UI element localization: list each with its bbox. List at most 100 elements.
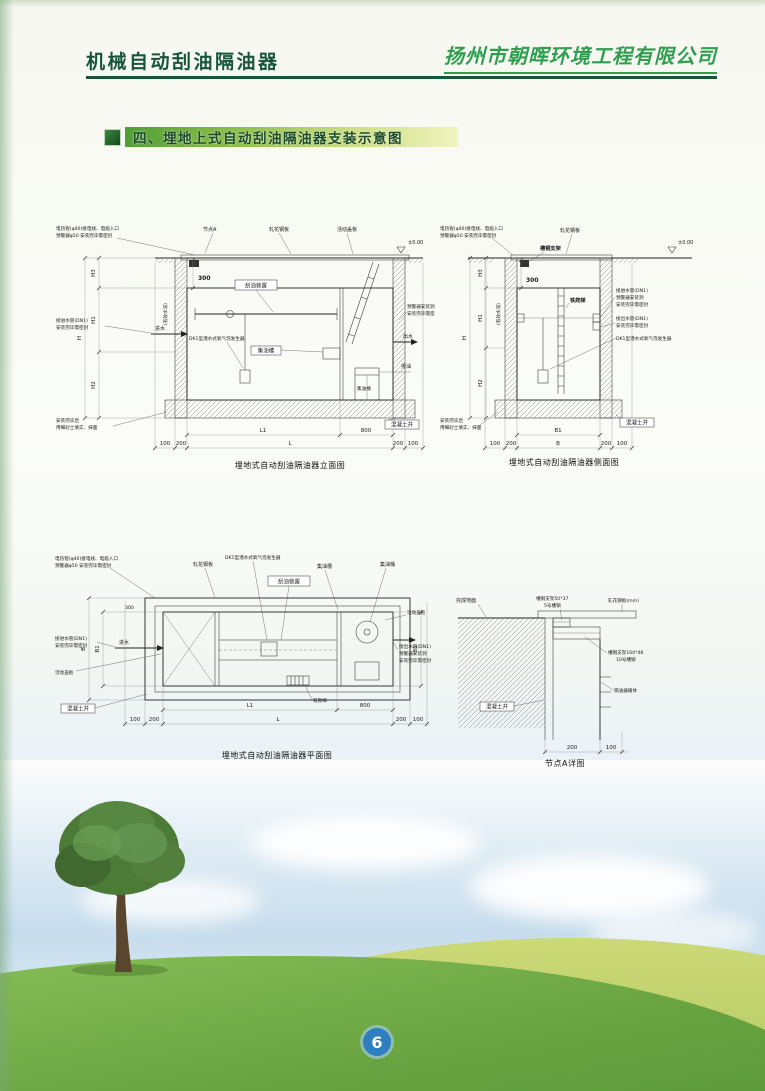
dim-800: 800 bbox=[360, 703, 371, 709]
label-inlet-pipe: 接进水管(DN1) bbox=[55, 635, 87, 642]
label-outlet-pipe: 接出水管(DN1) bbox=[399, 643, 431, 650]
dim-h3: H3 bbox=[91, 269, 97, 277]
plan-view-drawing: L1 800 100 200 L 200 100 B1 B B1 300 电热管… bbox=[55, 552, 435, 764]
label-inlet: 进水 bbox=[119, 639, 129, 646]
label-level-zero: ±0.00 bbox=[678, 240, 693, 246]
label-water-depth: (有效水深) bbox=[162, 303, 169, 325]
label-oil-barrel: 集油桶 bbox=[357, 385, 371, 392]
label-concrete-well: 混凝土井 bbox=[626, 419, 649, 427]
dim-b1: B1 bbox=[95, 645, 101, 652]
label-alarm-hole: 预警器安装洞 bbox=[616, 294, 644, 301]
elevation-dimensions: L1 800 100 200 L 200 100 H3 H1 H2 H 300 … bbox=[77, 255, 426, 451]
elevation-caption: 埋地式自动刮油隔油器立面图 bbox=[235, 460, 346, 470]
label-checkered-plate: 轧花钢板 bbox=[560, 227, 580, 234]
dim-l1: L1 bbox=[260, 428, 267, 434]
plan-structure bbox=[115, 597, 416, 701]
node-a-detail-drawing: 200 100 完成地面 槽钢支架50*37 5号槽钢 轧花钢板(mm) 槽钢支… bbox=[450, 592, 685, 770]
dim-b1: B1 bbox=[554, 428, 561, 434]
side-caption: 埋地式自动刮油隔油器侧面图 bbox=[509, 457, 620, 467]
label-alarm-seal: 预警器φ50 安装完毕需密封 bbox=[55, 562, 112, 569]
dim-h1: H1 bbox=[478, 314, 484, 322]
label-box-body: 隔油器箱体 bbox=[614, 687, 637, 694]
label-backfill-1: 安装完毕后 bbox=[56, 417, 79, 424]
page-number-badge: 6 bbox=[363, 1028, 391, 1056]
label-movable-cover: 活动盖板 bbox=[55, 669, 74, 676]
label-inlet-pipe: 接进水管(DN1) bbox=[56, 317, 88, 324]
elevation-drawing: L1 800 100 200 L 200 100 H3 H1 H2 H 300 … bbox=[55, 222, 435, 474]
label-scraper: 刮油装置 bbox=[278, 578, 301, 586]
dim-h2: H2 bbox=[91, 381, 97, 389]
label-generator: DK1型潜水式氧气泡发生器 bbox=[616, 335, 672, 342]
label-channel10: 10号槽钢 bbox=[616, 656, 636, 663]
dim-200: 200 bbox=[601, 441, 612, 447]
company-name: 扬州市朝晖环境工程有限公司 bbox=[444, 40, 717, 74]
page-number: 6 bbox=[371, 1032, 383, 1052]
dim-100: 100 bbox=[130, 717, 141, 723]
dim-100: 100 bbox=[617, 441, 628, 447]
dim-100: 100 bbox=[606, 745, 617, 751]
label-backfill-2: 用细砂土填实、抹面 bbox=[440, 424, 482, 431]
dim-h: H bbox=[462, 336, 468, 340]
label-cable-inlet: 电热管(φ40)接电线、电缆入口 bbox=[440, 225, 503, 232]
label-seal-note: 安装完毕需密封 bbox=[55, 642, 88, 649]
dim-l1: L1 bbox=[247, 703, 254, 709]
label-ladder: 铁爬梯 bbox=[570, 296, 586, 304]
detail-labels: 完成地面 槽钢支架50*37 5号槽钢 轧花钢板(mm) 槽钢支架160*48 … bbox=[456, 595, 643, 712]
label-oil-trough: 集油槽 bbox=[258, 347, 275, 355]
landscape-photo bbox=[0, 760, 765, 1091]
dim-b1: B1 bbox=[413, 645, 419, 652]
plan-leaders bbox=[75, 560, 407, 709]
scan-edge-top bbox=[0, 0, 765, 7]
dim-200: 200 bbox=[176, 441, 187, 447]
label-generator: DK1型潜水式氧气泡发生器 bbox=[225, 554, 281, 561]
header-rule bbox=[86, 76, 717, 79]
node-detail-caption: 节点A详图 bbox=[545, 758, 585, 768]
dim-l: L bbox=[276, 717, 280, 723]
label-alarm-seal: 预警器φ50 安装完毕需密封 bbox=[56, 232, 113, 239]
label-inlet: 进水 bbox=[155, 325, 165, 332]
dim-200: 200 bbox=[567, 745, 578, 751]
elevation-leaders bbox=[104, 232, 408, 427]
label-cable-inlet: 电热管(φ40)接电线、电缆入口 bbox=[56, 225, 119, 232]
label-oil-barrel: 集油桶 bbox=[380, 561, 395, 568]
label-alarm-seal: 预警器φ50 安装完毕需密封 bbox=[440, 232, 497, 239]
plan-dimensions: L1 800 100 200 L 200 100 B1 B B1 300 bbox=[81, 595, 430, 727]
label-outlet-seal: 安装完毕需密封 bbox=[616, 322, 649, 329]
dim-100: 100 bbox=[160, 441, 171, 447]
label-support-top: 槽钢支架50*37 bbox=[536, 595, 568, 602]
label-channel5: 5号槽钢 bbox=[544, 602, 561, 609]
scan-edge-left bbox=[0, 0, 14, 1091]
label-alarm-hole-seal: 安装完毕需密封 bbox=[407, 310, 435, 317]
label-backfill-2: 用细砂土填实、抹面 bbox=[56, 424, 98, 431]
dim-300: 300 bbox=[526, 277, 539, 284]
dim-h1: H1 bbox=[91, 316, 97, 324]
page-header: 机械自动刮油隔油器 扬州市朝晖环境工程有限公司 bbox=[86, 40, 717, 74]
dim-200: 200 bbox=[396, 717, 407, 723]
cloud bbox=[470, 855, 710, 920]
label-movable-cover: 活动盖板 bbox=[337, 226, 357, 233]
dim-200: 200 bbox=[393, 441, 404, 447]
dim-l: L bbox=[288, 441, 292, 447]
dim-h: H bbox=[77, 336, 83, 340]
doc-title: 机械自动刮油隔油器 bbox=[86, 52, 280, 73]
plan-labels: 电热管(φ40)接电线、电缆入口 预警器φ50 安装完毕需密封 轧花钢板 DK1… bbox=[55, 554, 432, 714]
label-outlet: 出水 bbox=[403, 333, 413, 340]
label-movable-cover: 活动盖板 bbox=[407, 609, 426, 616]
label-scraper: 刮油装置 bbox=[245, 282, 268, 290]
banner-square-icon bbox=[104, 128, 121, 146]
detail-structure bbox=[458, 610, 637, 740]
dim-b: B bbox=[556, 441, 560, 447]
label-channel-support: 槽钢支架 bbox=[540, 244, 562, 252]
dim-100: 100 bbox=[408, 441, 419, 447]
label-alarm-hole-seal: 安装完毕需密封 bbox=[399, 657, 432, 664]
side-labels: 电热管(φ40)接电线、电缆入口 预警器φ50 安装完毕需密封 轧花钢板 ±0.… bbox=[440, 225, 693, 431]
label-concrete-well: 混凝土井 bbox=[486, 703, 509, 711]
cloud bbox=[250, 815, 480, 870]
dim-300: 300 bbox=[198, 275, 211, 282]
label-alarm-hole: 预警器安装洞 bbox=[399, 650, 427, 657]
label-oil-out: 排油 bbox=[401, 363, 411, 370]
section-banner: 四、埋地上式自动刮油隔油器支装示意图 bbox=[104, 127, 458, 147]
tree-image bbox=[55, 801, 185, 976]
label-inlet-pipe: 接进水管(DN1) bbox=[616, 287, 648, 294]
